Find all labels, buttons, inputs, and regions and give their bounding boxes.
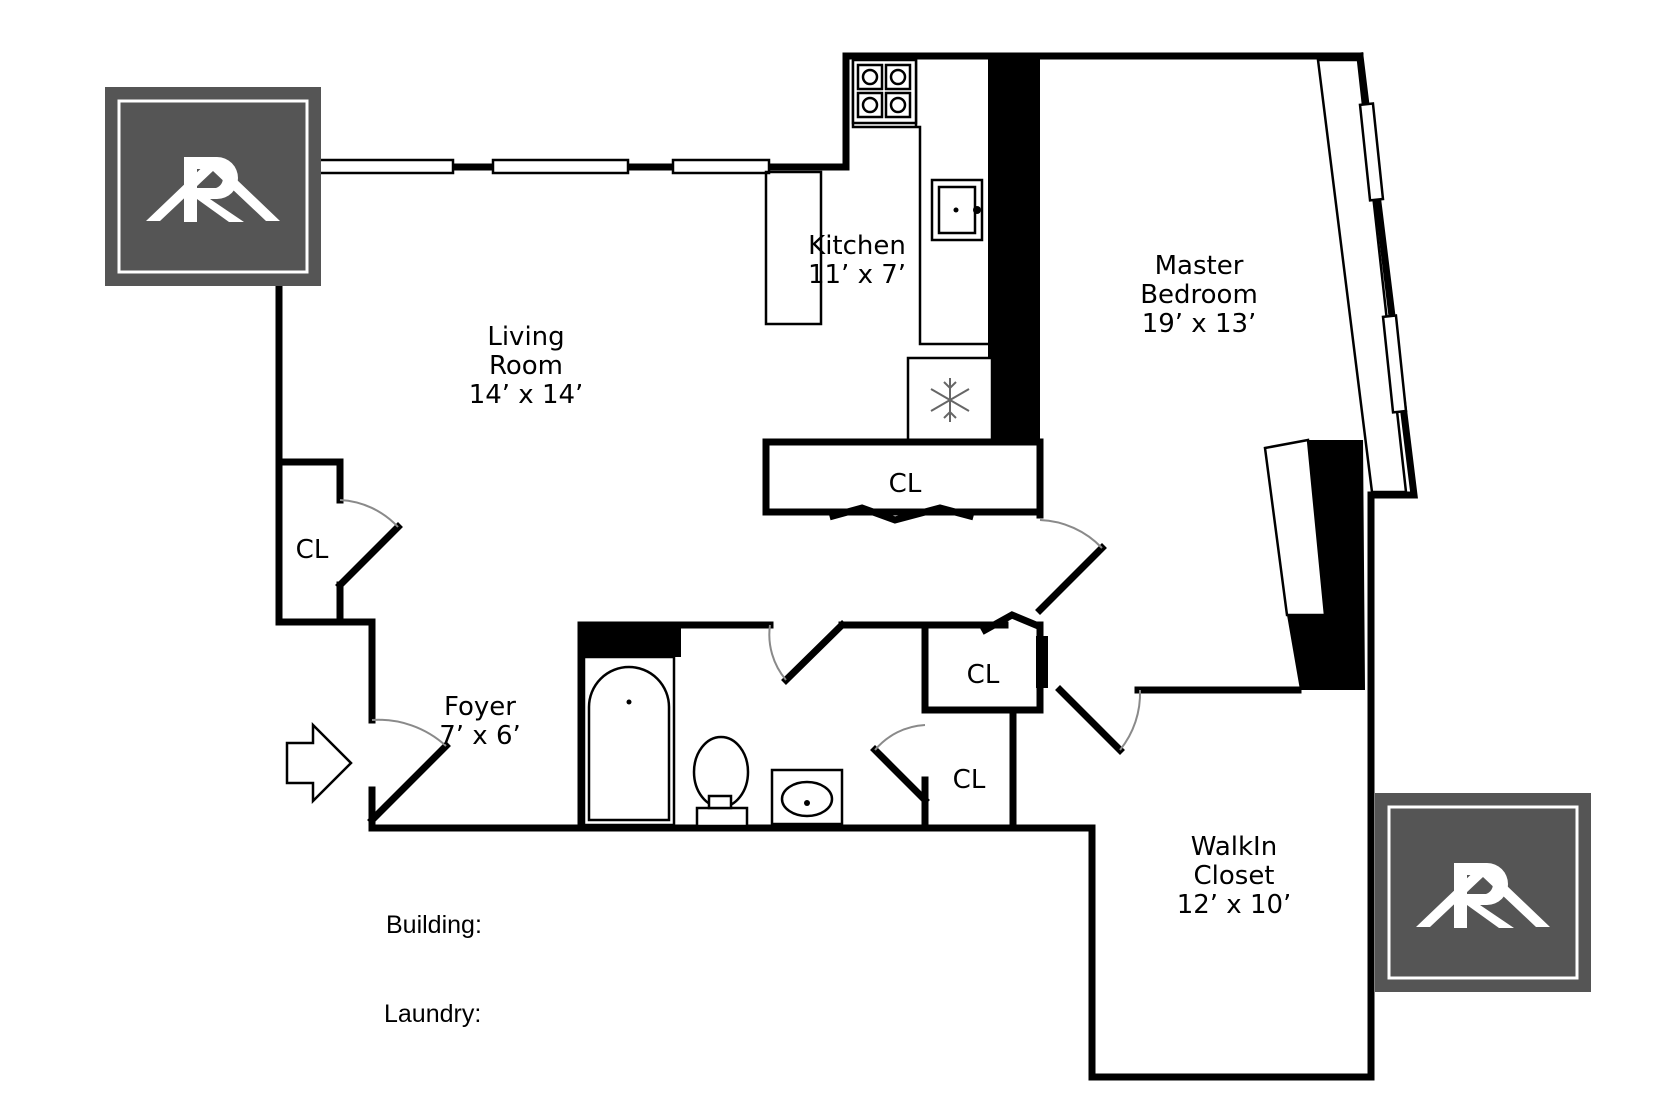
living-left-closet [275,458,403,626]
walkin-closet-size: 12’ x 10’ [1177,890,1292,920]
kitchen-name: Kitchen [808,231,906,261]
room-labels: Living Room 14’ x 14’ Kitchen 11’ x 7’ M… [296,231,1292,920]
logo-top-left [105,87,321,286]
ra-monogram-icon [1416,863,1550,928]
foyer-name: Foyer [444,692,516,722]
logo-bottom-right [1375,793,1591,992]
ra-monogram-icon [146,157,280,222]
notes: Building: Laundry: [384,911,482,1028]
walkin-closet-name-1: WalkIn [1191,832,1277,862]
kitchen-fixtures [764,58,994,444]
bathroom-sink-icon [770,768,844,826]
closet-label-hall-lower: CL [953,765,986,795]
living-room-size: 14’ x 14’ [469,380,584,410]
laundry-label: Laundry: [384,1000,481,1028]
kitchen-size: 11’ x 7’ [808,260,906,290]
bathtub-icon [582,655,676,827]
master-bedroom-name-2: Bedroom [1140,280,1258,310]
bedroom-window-bay [1316,58,1408,494]
interior-walls [577,56,1365,832]
building-label: Building: [386,911,482,939]
toilet-icon [692,735,750,828]
master-bedroom-name-1: Master [1155,251,1244,281]
burner-icons [856,63,912,119]
closet-label-hall-upper: CL [967,660,1000,690]
living-room-name-1: Living [487,322,564,352]
bathroom-fixtures [582,655,844,828]
foyer-size: 7’ x 6’ [439,721,521,751]
closet-label-living: CL [296,535,329,565]
closet-label-kitchen-hall: CL [889,469,922,499]
doors [367,519,1142,825]
entry-arrow-icon [285,721,353,805]
walkin-closet-name-2: Closet [1193,861,1274,891]
master-bedroom-size: 19’ x 13’ [1142,309,1257,339]
kitchen-hall-closet [762,438,1044,524]
living-room-name-2: Room [489,351,563,381]
windows-top [316,158,771,175]
snowflake-icon [930,378,970,422]
